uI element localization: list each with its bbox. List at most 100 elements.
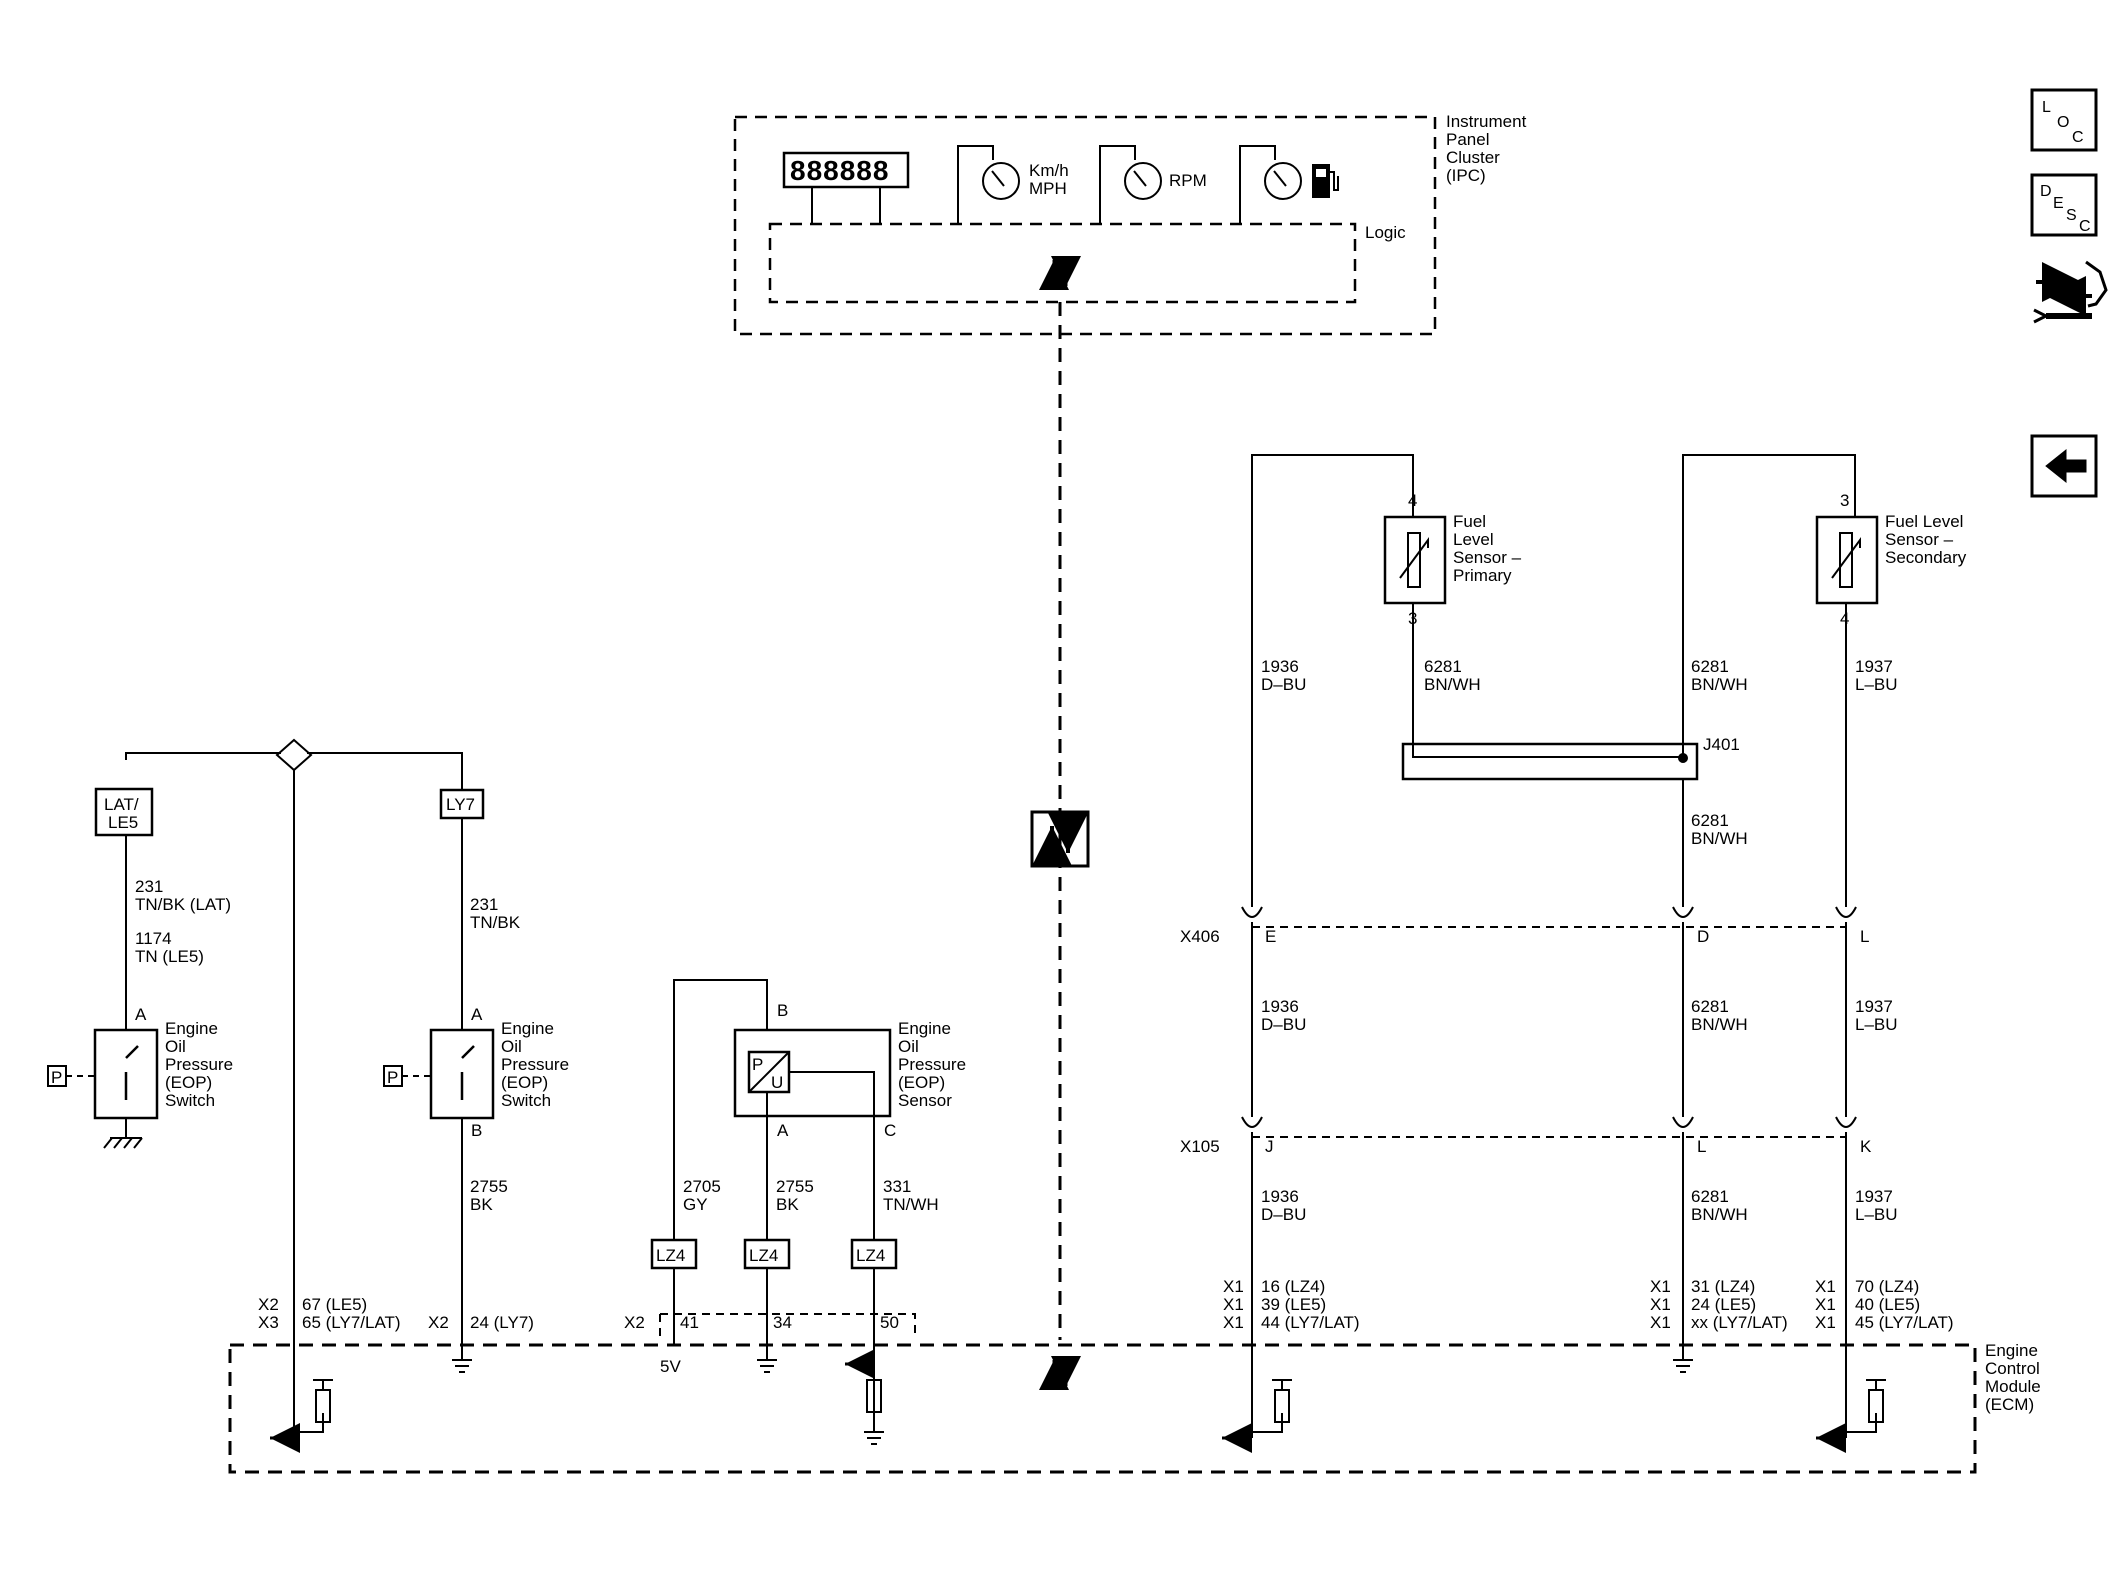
eop-sensor-wire1-1: 2705 xyxy=(683,1177,721,1196)
eop-ly7-wire-bottom-1: 2755 xyxy=(470,1177,508,1196)
ecm-name-2: Control xyxy=(1985,1359,2040,1378)
wire-6281-conn-2: X1 xyxy=(1650,1295,1671,1314)
desc-button[interactable]: D E S C xyxy=(2030,173,2098,237)
wire-1937-ecm-pin-1: 70 (LZ4) xyxy=(1855,1277,1919,1296)
eop-lat-wire-1: 231 xyxy=(135,877,163,896)
eop-lat-name-3: Pressure xyxy=(165,1055,233,1074)
eop-sensor-wire1-2: GY xyxy=(683,1195,708,1214)
wire-1937-top-1: 1937 xyxy=(1855,657,1893,676)
ipc-data-link-arrows-icon xyxy=(1039,256,1081,290)
pressure-symbol-lat xyxy=(47,1065,67,1087)
eop-lat-name-2: Oil xyxy=(165,1037,186,1056)
option-lz4-label-2: LZ4 xyxy=(749,1246,778,1265)
eop-ly7-ecm-pin: 24 (LY7) xyxy=(470,1313,534,1332)
fuel-secondary-pin-bottom: 4 xyxy=(1840,609,1849,628)
eop-ly7-name-4: (EOP) xyxy=(501,1073,548,1092)
wrench-arrows-icon xyxy=(2033,260,2108,324)
eop-sensor-name-5: Sensor xyxy=(898,1091,952,1110)
eop-lat-conn-2: X3 xyxy=(258,1313,279,1332)
ecm-name-4: (ECM) xyxy=(1985,1395,2034,1414)
ecm-ground-eop-sensor-icon xyxy=(757,1359,777,1373)
eop-sensor-pin-c: C xyxy=(884,1121,896,1140)
wire-6281-bottom-2: BN/WH xyxy=(1691,1205,1748,1224)
wire-6281-ecm-pin-3: xx (LY7/LAT) xyxy=(1691,1313,1788,1332)
wire-1937-top-2: L–BU xyxy=(1855,675,1898,694)
rpm-label: RPM xyxy=(1169,171,1207,190)
back-button[interactable] xyxy=(2030,434,2098,498)
lz4-x2-connector-dashed xyxy=(659,1313,916,1336)
ecm-ground-eop-signal-icon xyxy=(864,1431,884,1445)
back-arrow-icon xyxy=(2045,448,2087,484)
eop-sensor-pu-p: P xyxy=(752,1055,763,1074)
wire-1937-bottom-1: 1937 xyxy=(1855,1187,1893,1206)
serial-data-symbol-arrows-icon xyxy=(1032,813,1088,866)
fuel-primary-pin-bottom: 3 xyxy=(1408,609,1417,628)
wire-1936-ecm-pin-3: 44 (LY7/LAT) xyxy=(1261,1313,1360,1332)
eop-sensor-ecm-pin-3: 50 xyxy=(880,1313,899,1332)
x406-pin-l: L xyxy=(1860,927,1869,946)
desc-letter-e: E xyxy=(2053,195,2064,212)
x406-label: X406 xyxy=(1180,927,1220,946)
ipc-name-3: Cluster xyxy=(1446,148,1500,167)
eop-sensor-name-3: Pressure xyxy=(898,1055,966,1074)
fuel-secondary-name-1: Fuel Level xyxy=(1885,512,1963,531)
eop-sensor-ecm-pin-1: 41 xyxy=(680,1313,699,1332)
eop-sensor-name-1: Engine xyxy=(898,1019,951,1038)
fuel-sensor-primary-variable-resistor xyxy=(1399,532,1429,588)
loc-letter-o: O xyxy=(2057,114,2069,131)
wire-1937-ecm-pin-2: 40 (LE5) xyxy=(1855,1295,1920,1314)
wire-1937-bottom-2: L–BU xyxy=(1855,1205,1898,1224)
splice-diamond xyxy=(275,738,313,772)
wire-1937-mid-2: L–BU xyxy=(1855,1015,1898,1034)
eop-lat-pin-a: A xyxy=(135,1005,147,1024)
ecm-name-3: Module xyxy=(1985,1377,2041,1396)
desc-letter-d: D xyxy=(2040,183,2052,200)
fuel-sensor-secondary-variable-resistor xyxy=(1831,532,1861,588)
eop-lat-wire-4: TN (LE5) xyxy=(135,947,204,966)
wire-1936-top-2: D–BU xyxy=(1261,675,1306,694)
eop-sensor-wire3-2: TN/WH xyxy=(883,1195,939,1214)
loc-letter-c: C xyxy=(2072,129,2084,146)
service-tool-button[interactable] xyxy=(2033,260,2108,324)
wire-6281-top-1: 6281 xyxy=(1691,657,1729,676)
x406-pin-d: D xyxy=(1697,927,1709,946)
loc-letter-l: L xyxy=(2042,99,2051,116)
eop-lat-p-symbol: P xyxy=(51,1068,62,1087)
speedometer-gauge-icon xyxy=(982,162,1020,200)
eop-switch-lat-contact xyxy=(124,1045,139,1100)
option-lz4-label-1: LZ4 xyxy=(656,1246,685,1265)
eop-ly7-pin-a: A xyxy=(471,1005,483,1024)
ecm-module-boundary xyxy=(228,1343,1977,1474)
wire-6281-bottom-1: 6281 xyxy=(1691,1187,1729,1206)
wire-1936-conn-1: X1 xyxy=(1223,1277,1244,1296)
tachometer-gauge-icon xyxy=(1124,162,1162,200)
wire-6281-splice-1: 6281 xyxy=(1424,657,1462,676)
fuel-pump-icon xyxy=(1312,164,1339,198)
odometer-display xyxy=(782,151,910,189)
eop-ly7-name-3: Pressure xyxy=(501,1055,569,1074)
pressure-symbol-ly7 xyxy=(383,1065,403,1087)
wire-6281-mid-2: BN/WH xyxy=(1691,1015,1748,1034)
loc-button[interactable]: L O C xyxy=(2030,88,2098,152)
chassis-ground-lat-icon xyxy=(103,1118,143,1149)
option-ly7-label: LY7 xyxy=(446,795,475,814)
wire-1937-ecm-pin-3: 45 (LY7/LAT) xyxy=(1855,1313,1954,1332)
wire-1936-mid-2: D–BU xyxy=(1261,1015,1306,1034)
fuel-secondary-name-2: Sensor – xyxy=(1885,530,1954,549)
fuel-secondary-pin-top: 3 xyxy=(1840,491,1849,510)
eop-lat-conn-1: X2 xyxy=(258,1295,279,1314)
eop-lat-name-1: Engine xyxy=(165,1019,218,1038)
splice-j401-label: J401 xyxy=(1703,735,1740,754)
speed-unit-kmh: Km/h xyxy=(1029,161,1069,180)
ecm-data-link-arrows-icon xyxy=(1039,1356,1081,1390)
eop-ly7-name-2: Oil xyxy=(501,1037,522,1056)
wire-6281-below-splice-2: BN/WH xyxy=(1691,829,1748,848)
eop-ly7-pin-b: B xyxy=(471,1121,482,1140)
option-lz4-label-3: LZ4 xyxy=(856,1246,885,1265)
eop-lat-name-4: (EOP) xyxy=(165,1073,212,1092)
fuel-primary-pin-top: 4 xyxy=(1408,491,1417,510)
ipc-name-4: (IPC) xyxy=(1446,166,1486,185)
fuel-gauge-icon xyxy=(1264,162,1302,200)
wire-6281-ecm-pin-2: 24 (LE5) xyxy=(1691,1295,1756,1314)
